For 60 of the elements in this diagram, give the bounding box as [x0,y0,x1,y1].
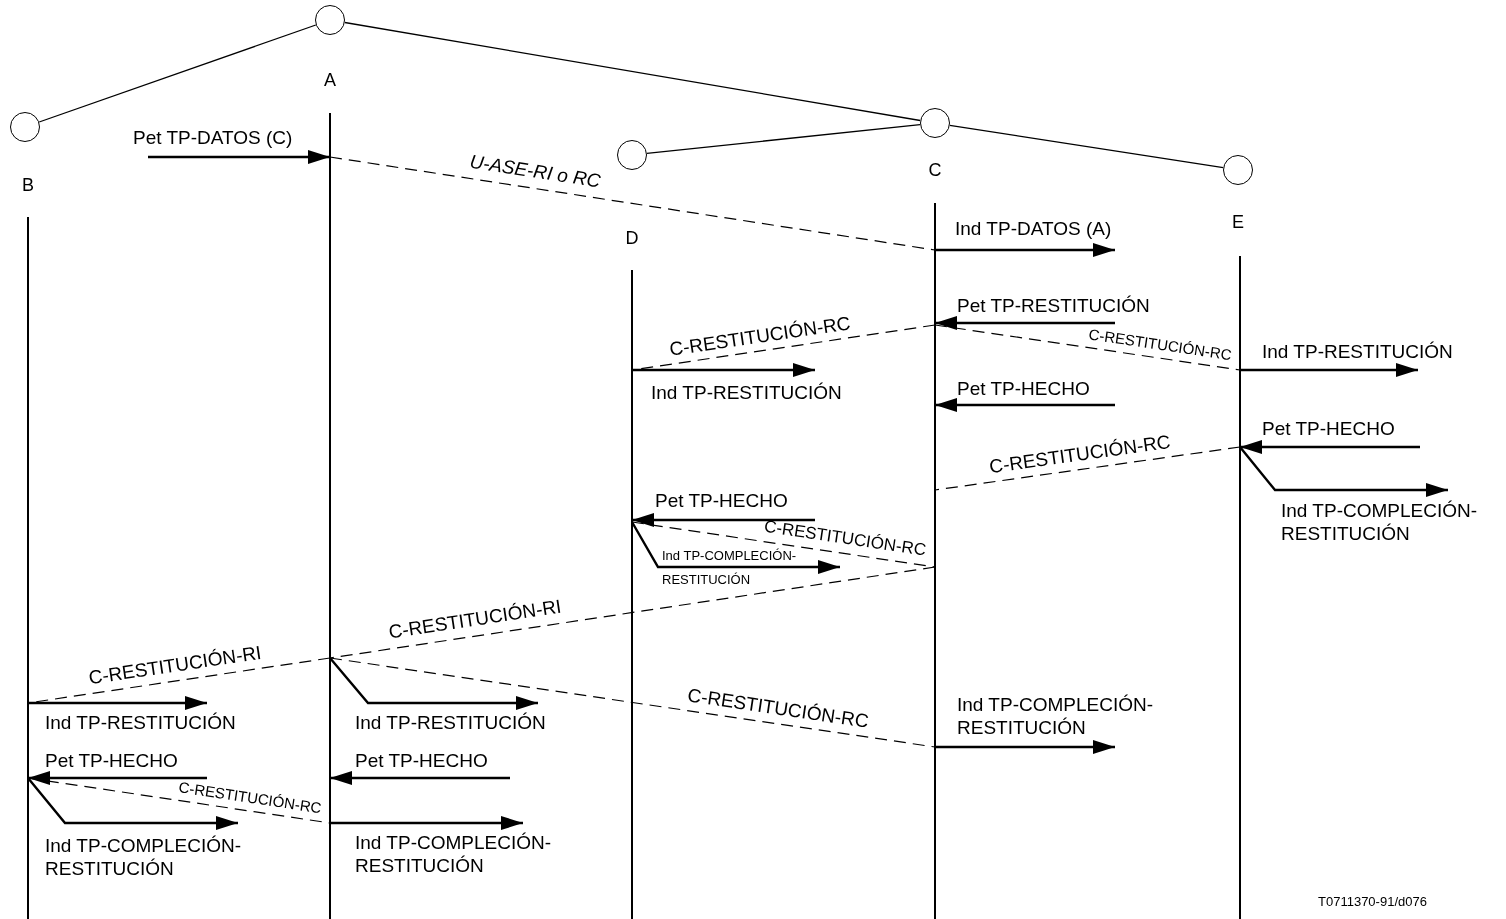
edge-label: Pet TP-HECHO [45,750,178,773]
edge-label: Pet TP-HECHO [655,490,788,513]
node-label: A [324,70,336,91]
lifeline [1239,256,1241,919]
arrow [1240,363,1418,377]
edge-label: Ind TP-DATOS (A) [955,218,1112,241]
edge-label: Pet TP-DATOS (C) [133,127,293,150]
edge-label: Ind TP-RESTITUCIÓN [355,712,546,735]
edge-label: Ind TP-RESTITUCIÓN [651,382,842,405]
node-circle [10,112,40,142]
arrow [28,771,207,785]
edge-label: Ind TP-RESTITUCIÓN [45,712,236,735]
arrow [27,777,238,830]
arrow [935,316,1115,330]
node-label: C [928,160,942,181]
connector-line [646,123,921,155]
edge-label: Pet TP-HECHO [355,750,488,773]
edge-label: Pet TP-HECHO [957,378,1090,401]
connector-line [949,124,1224,169]
node-label: D [625,228,639,249]
arrow [1240,440,1420,454]
arrow [935,243,1115,257]
lifeline [631,270,633,919]
dashed-message-line [934,446,1241,491]
lifeline [329,113,331,919]
connector-line [344,21,921,122]
arrow [630,521,840,574]
node-circle [617,140,647,170]
node-circle [920,108,950,138]
edge-label: Ind TP-COMPLECIÓN- RESTITUCIÓN [1281,500,1479,546]
dashed-message-line [329,156,936,251]
arrow [329,657,538,710]
lifeline [934,203,936,919]
arrow [1239,446,1448,497]
lifeline [27,217,29,919]
node-circle [315,5,345,35]
node-circle [1223,155,1253,185]
arrow [330,816,523,830]
edge-label: Ind TP-COMPLECIÓN- RESTITUCIÓN [355,832,553,878]
arrow [632,363,815,377]
edge-label: U-ASE-RI o RC [468,151,602,193]
connector-line [38,24,317,123]
arrow [935,398,1115,412]
arrow [330,771,510,785]
edge-label: Ind TP-RESTITUCIÓN [1262,341,1453,364]
figure-id-note: T0711370-91/d076 [1318,894,1427,910]
node-label: E [1232,212,1244,233]
edge-label: Ind TP-COMPLECIÓN- RESTITUCIÓN [45,835,243,881]
arrow [632,513,815,527]
dashed-message-line [329,657,936,748]
edge-label: Ind TP-COMPLECIÓN- RESTITUCIÓN [957,694,1155,740]
node-label: B [22,175,34,196]
edge-label: Pet TP-HECHO [1262,418,1395,441]
arrow [935,740,1115,754]
arrow [28,696,207,710]
dashed-message-line [934,324,1241,371]
edge-label: Pet TP-RESTITUCIÓN [957,295,1150,318]
dashed-message-line [329,566,936,659]
dashed-message-line [631,521,936,568]
arrow [148,150,330,164]
